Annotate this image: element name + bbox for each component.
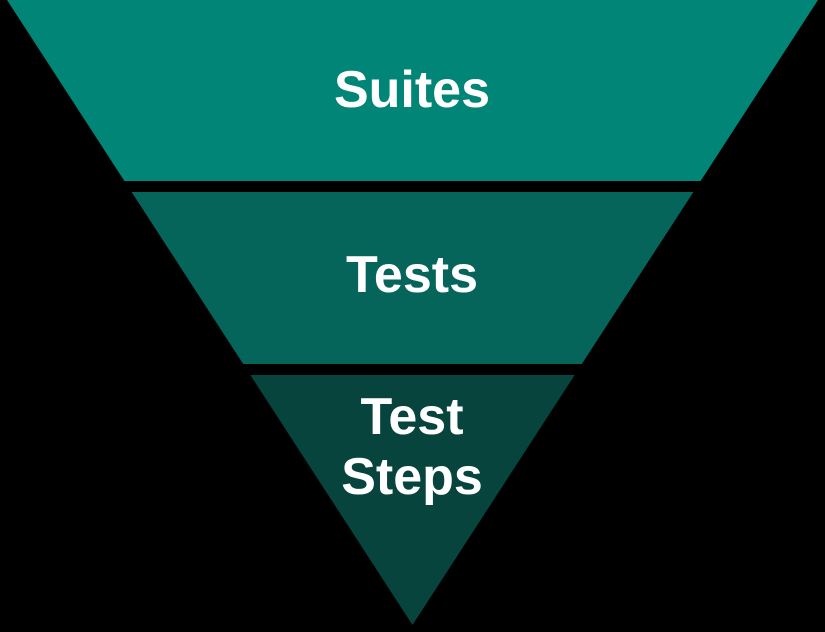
level-label-tests: Tests — [346, 246, 478, 305]
level-label-suites: Suites — [333, 61, 491, 120]
level-label-test-steps: Test Steps — [341, 388, 483, 506]
funnel-tier-tests — [131, 192, 694, 364]
funnel-tier-test-steps — [250, 375, 575, 625]
funnel-tier-suites — [7, 0, 818, 181]
